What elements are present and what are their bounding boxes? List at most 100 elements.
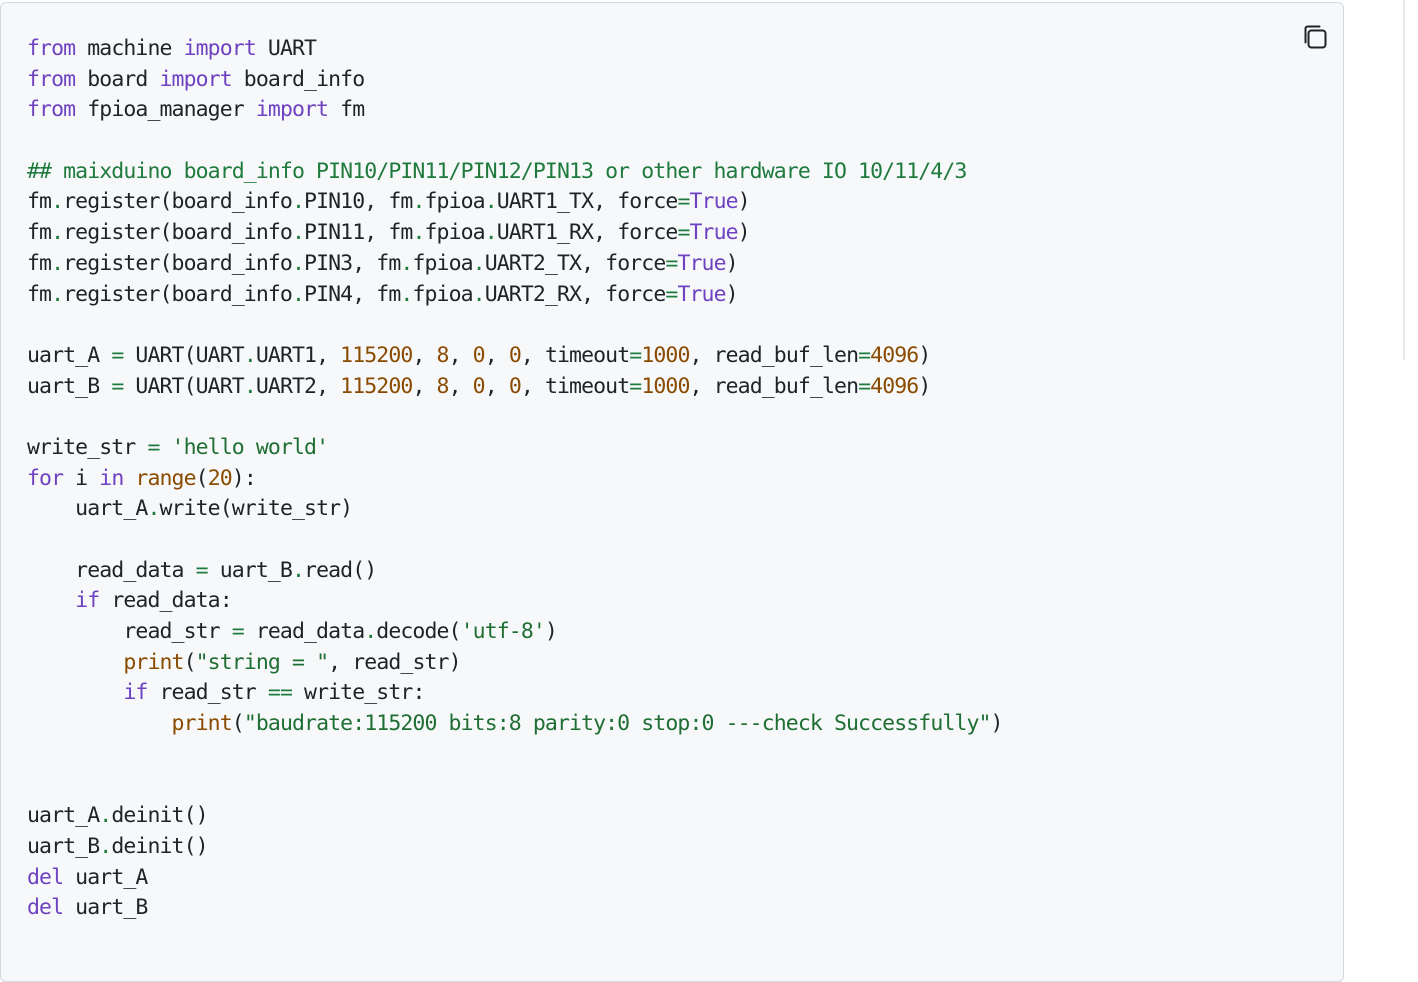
code-token: fpioa_manager <box>75 97 256 123</box>
code-token: , timeout <box>520 342 630 368</box>
code-token: . <box>400 281 413 307</box>
code-token: ## maixduino board_info PIN10/PIN11/PIN1… <box>27 158 967 184</box>
code-token: . <box>51 250 64 276</box>
code-line: ## maixduino board_info PIN10/PIN11/PIN1… <box>27 157 1003 188</box>
code-token: print <box>123 649 184 675</box>
code-token: . <box>484 220 498 246</box>
code-token: read_str <box>27 619 232 645</box>
code-token: decode( <box>376 619 461 645</box>
code-token: UART2_TX, force <box>484 250 667 276</box>
code-token <box>27 588 75 613</box>
code-token: fm <box>27 220 52 246</box>
code-token: . <box>291 281 305 307</box>
code-token: read_str <box>147 680 268 706</box>
code-token: del <box>27 895 64 921</box>
code-token: , read_buf_len <box>689 342 860 368</box>
code-token: ) <box>918 373 931 399</box>
code-line <box>27 771 1003 802</box>
code-token: write(write_str) <box>159 496 354 522</box>
code-token: 'utf-8' <box>460 619 546 645</box>
code-token: 20 <box>207 465 233 491</box>
code-line <box>27 740 1003 771</box>
scrollbar-edge <box>1403 0 1405 360</box>
code-token: import <box>255 97 329 123</box>
code-token: , <box>448 373 473 399</box>
code-token: = <box>195 557 209 583</box>
code-line: fm.register(board_info.PIN10, fm.fpioa.U… <box>27 187 1003 218</box>
code-token: 115200 <box>340 373 413 399</box>
code-line: for i in range(20): <box>27 464 1003 495</box>
code-token: read_data: <box>99 588 232 614</box>
code-token: . <box>291 250 305 276</box>
code-token: read_data <box>243 619 365 645</box>
code-token: if <box>75 588 100 614</box>
code-line: del uart_B <box>27 893 1003 924</box>
code-token: PIN11, fm <box>304 220 413 246</box>
code-token: True <box>677 281 726 307</box>
code-token: in <box>99 465 124 491</box>
code-token: from <box>27 97 76 123</box>
code-token: , <box>484 342 509 368</box>
code-line: read_str = read_data.decode('utf-8') <box>27 617 1003 648</box>
code-token: UART(UART <box>123 342 244 368</box>
code-token: UART1, <box>255 342 341 368</box>
code-token: fm <box>27 281 52 307</box>
code-token: . <box>472 281 486 307</box>
code-token: from <box>27 36 76 61</box>
code-token: uart_B <box>27 833 100 859</box>
code-token: "baudrate:115200 bits:8 parity:0 stop:0 … <box>243 711 992 737</box>
code-token: = <box>677 189 690 215</box>
code-token: . <box>291 189 305 215</box>
code-token: 0 <box>472 373 486 399</box>
copy-button[interactable] <box>1297 19 1333 55</box>
code-token: fm <box>27 189 52 215</box>
code-line: from board import board_info <box>27 65 1003 96</box>
code-token: PIN4, fm <box>304 281 401 307</box>
code-token: ( <box>231 711 245 737</box>
code-token: = <box>111 342 124 368</box>
code-line <box>27 310 1003 341</box>
code-token: register(board_info <box>63 250 293 276</box>
code-token: print <box>171 711 233 737</box>
code-line: print("baudrate:115200 bits:8 parity:0 s… <box>27 709 1004 740</box>
code-token <box>27 711 172 736</box>
code-token: i <box>63 465 100 491</box>
code-token: . <box>147 496 160 522</box>
code-token: . <box>99 833 112 859</box>
code-line: from machine import UART <box>27 34 1003 65</box>
code-token: , timeout <box>520 373 630 399</box>
code-token: 1000 <box>641 373 690 399</box>
code-token: write_str: <box>292 680 425 706</box>
code-token: ): <box>231 465 257 491</box>
code-line: fm.register(board_info.PIN4, fm.fpioa.UA… <box>27 280 1003 311</box>
code-token: . <box>291 557 305 583</box>
code-line: uart_A.deinit() <box>27 801 1003 832</box>
code-token: True <box>677 250 726 276</box>
code-line: uart_B.deinit() <box>27 832 1003 863</box>
code-token: register(board_info <box>63 189 293 215</box>
code-token: . <box>412 220 425 246</box>
code-token: ) <box>990 711 1004 737</box>
code-token <box>27 650 123 675</box>
code-line: uart_B = UART(UART.UART2, 115200, 8, 0, … <box>27 372 1003 403</box>
code-token: uart_B <box>27 373 112 399</box>
code-token: 4096 <box>870 373 919 399</box>
code-token: uart_A <box>27 342 112 368</box>
code-line: fm.register(board_info.PIN3, fm.fpioa.UA… <box>27 249 1003 280</box>
code-token: = <box>147 434 160 460</box>
code-token: fpioa <box>412 281 473 307</box>
code-token: . <box>472 250 486 276</box>
code-token: UART2_RX, force <box>484 281 667 307</box>
code-token: UART1_RX, force <box>496 220 679 246</box>
code-token: 0 <box>472 342 486 368</box>
code-token: read() <box>304 557 377 583</box>
code-token: import <box>183 36 257 61</box>
code-token: = <box>665 250 678 276</box>
code-token: board_info <box>231 66 365 92</box>
code-token: 0 <box>508 342 522 368</box>
code-token: == <box>267 680 293 706</box>
code-token: . <box>291 220 305 246</box>
code-token: read_data <box>27 557 196 583</box>
